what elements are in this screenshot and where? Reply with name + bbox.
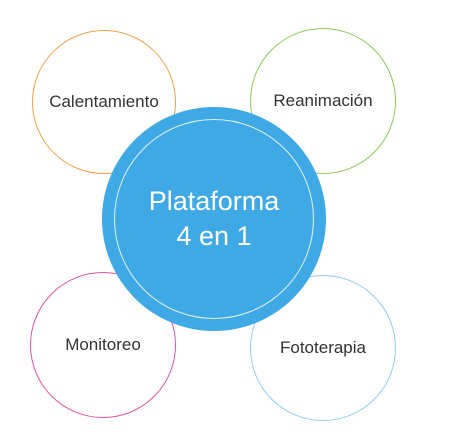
center-hub: Plataforma 4 en 1 (102, 107, 326, 331)
node-label-reanimacion: Reanimación (273, 91, 373, 110)
node-label-calentamiento: Calentamiento (49, 92, 159, 111)
center-hub-ring (114, 119, 314, 319)
node-monitoreo: Monitoreo (30, 272, 176, 418)
node-calentamiento: Calentamiento (32, 30, 176, 174)
center-subtitle: 4 en 1 (176, 221, 252, 251)
center-hub-text: Plataforma 4 en 1 (149, 184, 280, 254)
node-label-monitoreo: Monitoreo (65, 335, 141, 354)
center-title: Plataforma (148, 185, 280, 216)
node-label-fototerapia: Fototerapia (280, 338, 366, 357)
